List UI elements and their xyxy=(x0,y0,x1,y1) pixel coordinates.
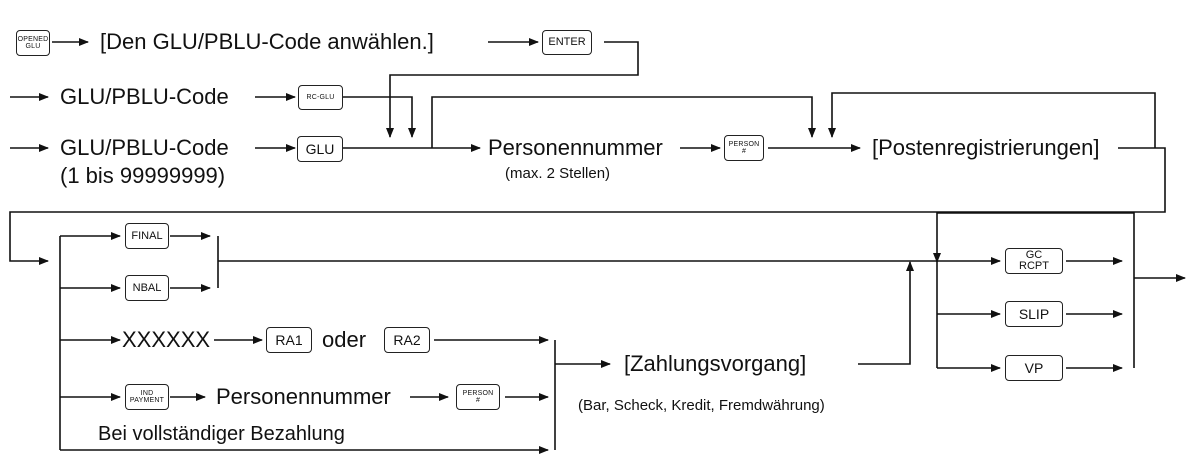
ind-payment-key-line1: IND xyxy=(140,390,154,397)
payment-types-label: (Bar, Scheck, Kredit, Fremdwährung) xyxy=(578,397,825,414)
ra1-key: RA1 xyxy=(266,327,312,353)
glu-pblu-code-label-2: GLU/PBLU-Code xyxy=(60,135,229,160)
glu-pblu-code-label-1: GLU/PBLU-Code xyxy=(60,84,229,109)
item-registrations-label: [Postenregistrierungen] xyxy=(872,135,1100,160)
max-digits-label: (max. 2 Stellen) xyxy=(505,165,611,182)
opened-glu-key: OPENED GLU xyxy=(16,30,50,56)
person-key-2-line2: # xyxy=(475,397,481,404)
final-key: FINAL xyxy=(125,223,169,249)
enter-key: ENTER xyxy=(542,30,592,55)
person-key-2-line1: PERSON xyxy=(462,390,494,397)
full-payment-label: Bei vollständiger Bezahlung xyxy=(98,423,345,445)
person-key-1-line2: # xyxy=(741,148,747,155)
gc-rcpt-key-line1: GC xyxy=(1025,249,1043,261)
ind-payment-key-line2: PAYMENT xyxy=(129,397,165,404)
person-number-label-1: Personennummer xyxy=(488,135,663,160)
glu-key: GLU xyxy=(297,136,343,162)
oder-label: oder xyxy=(322,327,367,352)
person-key-1-line1: PERSON xyxy=(728,141,760,148)
person-key-1: PERSON # xyxy=(724,135,764,161)
opened-glu-key-line2: GLU xyxy=(25,43,41,50)
gc-rcpt-key-line2: RCPT xyxy=(1019,260,1049,272)
vp-key: VP xyxy=(1005,355,1063,381)
slip-key: SLIP xyxy=(1005,301,1063,327)
nbal-key: NBAL xyxy=(125,275,169,301)
select-code-label: [Den GLU/PBLU-Code anwählen.] xyxy=(100,29,434,54)
xxxxxx-label: XXXXXX xyxy=(122,327,211,352)
code-range-label: (1 bis 99999999) xyxy=(60,163,226,188)
person-number-label-2: Personennummer xyxy=(216,384,391,409)
ra2-key: RA2 xyxy=(384,327,430,353)
rc-glu-key: RC-GLU xyxy=(298,85,343,110)
opened-glu-key-line1: OPENED xyxy=(17,36,49,43)
ind-payment-key: IND PAYMENT xyxy=(125,384,169,410)
person-key-2: PERSON # xyxy=(456,384,500,410)
gc-rcpt-key: GC RCPT xyxy=(1005,248,1063,274)
payment-process-label: [Zahlungsvorgang] xyxy=(624,351,807,376)
